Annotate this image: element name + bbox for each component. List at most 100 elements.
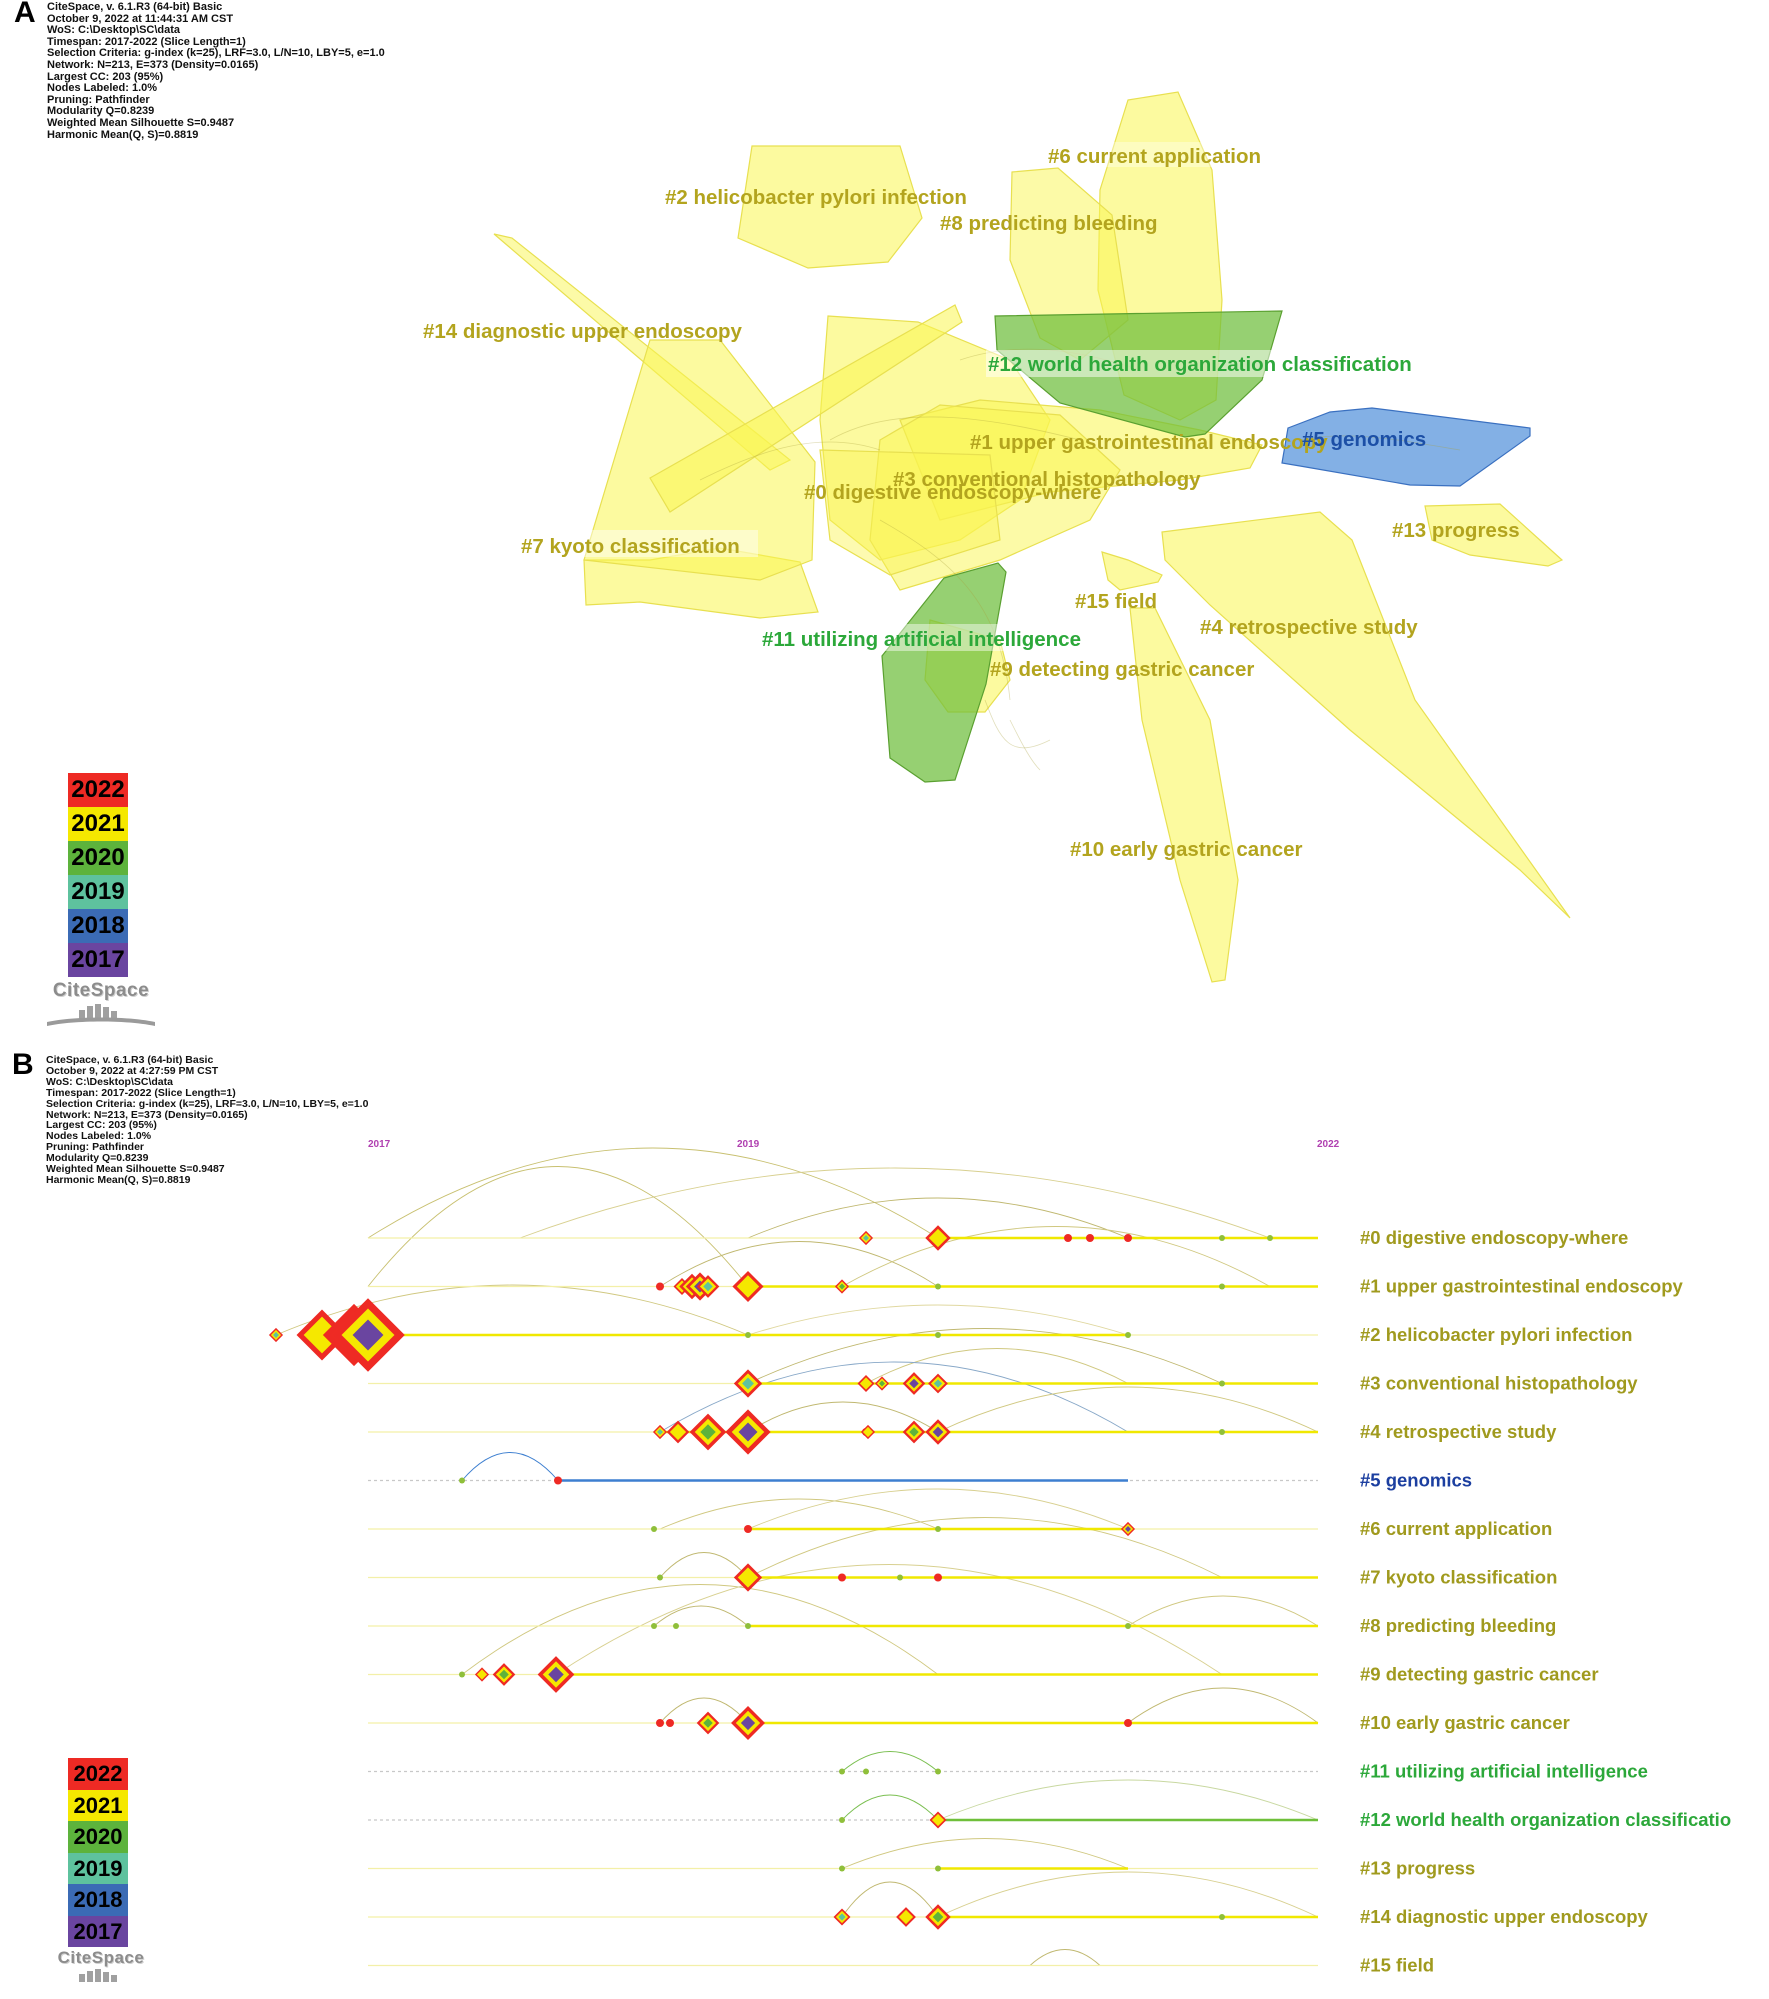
timeline-label-5: #5 genomics (1360, 1470, 1472, 1491)
legend-year: 2021 (73, 1792, 123, 1818)
timeline-node (1219, 1283, 1225, 1290)
timeline-arc (1127, 1687, 1319, 1724)
legend-year: 2021 (71, 810, 125, 837)
timeline-node-core (741, 1279, 755, 1294)
legend-year: 2017 (71, 946, 125, 973)
timeline-arc (367, 1147, 939, 1239)
meta-line: Timespan: 2017-2022 (Slice Length=1) (46, 1086, 236, 1099)
timeline-label-0: #0 digestive endoscopy-where (1360, 1227, 1628, 1248)
timeline-arc (841, 1794, 939, 1821)
timeline-node-core (703, 1281, 713, 1292)
citespace-logo-b: CiteSpace (45, 1948, 157, 1995)
logo-graphic (79, 1969, 117, 1982)
timeline-arc (461, 1452, 559, 1481)
meta-line: Modularity Q=0.8239 (46, 1152, 149, 1165)
legend-year: 2019 (71, 878, 125, 905)
legend-year: 2022 (71, 776, 125, 803)
timeline-label-4: #4 retrospective study (1360, 1421, 1557, 1442)
timeline-node-core (909, 1378, 919, 1389)
cluster-label-2: #2 helicobacter pylori infection (665, 186, 967, 209)
meta-line: CiteSpace, v. 6.1.R3 (64-bit) Basic (46, 1054, 214, 1066)
timeline-node (838, 1573, 846, 1582)
cluster-label-6: #6 current application (1048, 145, 1261, 168)
timeline-arc (747, 1328, 1223, 1384)
cluster-label-5: #5 genomics (1302, 428, 1426, 451)
timeline-node (744, 1525, 752, 1533)
timeline-arc (1127, 1595, 1319, 1627)
panel-a-letter: A (14, 0, 36, 29)
timeline-node (839, 1768, 845, 1775)
timeline-label-14: #14 diagnostic upper endoscopy (1360, 1906, 1649, 1927)
legend-year: 2019 (73, 1855, 123, 1881)
year-tick-2019: 2019 (737, 1139, 760, 1150)
citespace-logo: CiteSpace (45, 980, 157, 1033)
legend-item-2017: 2017 (68, 1915, 128, 1947)
timeline-arc (841, 1881, 939, 1918)
timeline-node-core (499, 1669, 509, 1680)
timeline-node (1267, 1235, 1273, 1241)
cluster-label-9: #9 detecting gastric cancer (990, 658, 1254, 681)
timeline-node (459, 1671, 465, 1678)
timeline-arc (659, 1498, 939, 1530)
timeline-label-7: #7 kyoto classification (1360, 1567, 1557, 1588)
timeline-arc (747, 1304, 1129, 1336)
cluster-labels: #6 current application #2 helicobacter p… (423, 142, 1520, 861)
timeline-node (673, 1623, 679, 1629)
timeline-arc (659, 1697, 749, 1724)
legend-item-2019: 2019 (68, 875, 128, 909)
year-legend-a: 2022 2021 2020 2019 2018 2017 (68, 773, 128, 977)
timeline-label-15: #15 field (1360, 1955, 1434, 1976)
timeline-node (554, 1476, 562, 1485)
meta-line: Nodes Labeled: 1.0% (46, 1130, 152, 1143)
meta-line: Weighted Mean Silhouette S=0.9487 (46, 1163, 225, 1176)
timeline-node-core (703, 1718, 713, 1728)
timeline-node (651, 1623, 657, 1629)
timeline-node (897, 1574, 903, 1581)
timeline-arc (841, 1838, 1129, 1869)
meta-line: October 9, 2022 at 11:44:31 AM CST (47, 12, 234, 25)
legend-item-2021: 2021 (68, 1789, 128, 1821)
legend-year: 2020 (71, 844, 125, 871)
timeline-arc (747, 1401, 939, 1433)
timeline-arc (747, 1517, 1223, 1578)
cluster-hull-band (649, 304, 963, 513)
legend-year: 2017 (73, 1918, 123, 1944)
year-axis: 2017 2019 2022 (368, 1139, 1340, 1150)
timeline-label-11: #11 utilizing artificial intelligence (1360, 1761, 1648, 1782)
timeline-arc (659, 1552, 749, 1578)
timeline-label-10: #10 early gastric cancer (1360, 1712, 1570, 1733)
timeline-node-core (909, 1427, 919, 1437)
logo-text: CiteSpace (57, 1948, 145, 1967)
cluster-label-12: #12 world health organization classifica… (988, 353, 1412, 376)
cluster-label-0: #0 digestive endoscopy-where (804, 481, 1101, 504)
timeline-lines (368, 1236, 1318, 1967)
meta-line: WoS: C:\Desktop\SC\data (46, 1075, 173, 1088)
timeline-node (839, 1865, 845, 1872)
cluster-label-3: #3 conventional histopathology (893, 468, 1201, 491)
timeline-node-core (673, 1427, 683, 1437)
timeline-arc (937, 1779, 1319, 1821)
cluster-label-7: #7 kyoto classification (521, 535, 740, 558)
cluster-hull-10 (1129, 607, 1239, 983)
year-tick-2017: 2017 (368, 1139, 391, 1150)
timeline-label-6: #6 current application (1360, 1518, 1552, 1539)
legend-item-2018: 2018 (68, 909, 128, 943)
cluster-network-map: #6 current application #2 helicobacter p… (423, 91, 1571, 983)
legend-item-2020: 2020 (68, 841, 128, 875)
timeline-label-3: #3 conventional histopathology (1360, 1373, 1638, 1394)
meta-line: Largest CC: 203 (95%) (47, 70, 164, 83)
legend-item-2019: 2019 (68, 1852, 128, 1884)
timeline-arc (275, 1284, 749, 1336)
cluster-hull-5 (1281, 407, 1531, 487)
timeline-arc (747, 1488, 1129, 1530)
timeline-arc (937, 1386, 1319, 1433)
timeline-node (745, 1332, 751, 1338)
meta-line: Selection Criteria: g-index (k=25), LRF=… (46, 1097, 369, 1110)
legend-item-2020: 2020 (68, 1821, 128, 1853)
panel-a-metadata: CiteSpace, v. 6.1.R3 (64-bit) Basic Octo… (47, 1, 385, 141)
cluster-label-1: #1 upper gastrointestinal endoscopy (970, 431, 1328, 454)
meta-line: Network: N=213, E=373 (Density=0.0165) (46, 1108, 248, 1121)
meta-line: Largest CC: 203 (95%) (46, 1119, 157, 1132)
meta-line: Timespan: 2017-2022 (Slice Length=1) (47, 35, 246, 48)
